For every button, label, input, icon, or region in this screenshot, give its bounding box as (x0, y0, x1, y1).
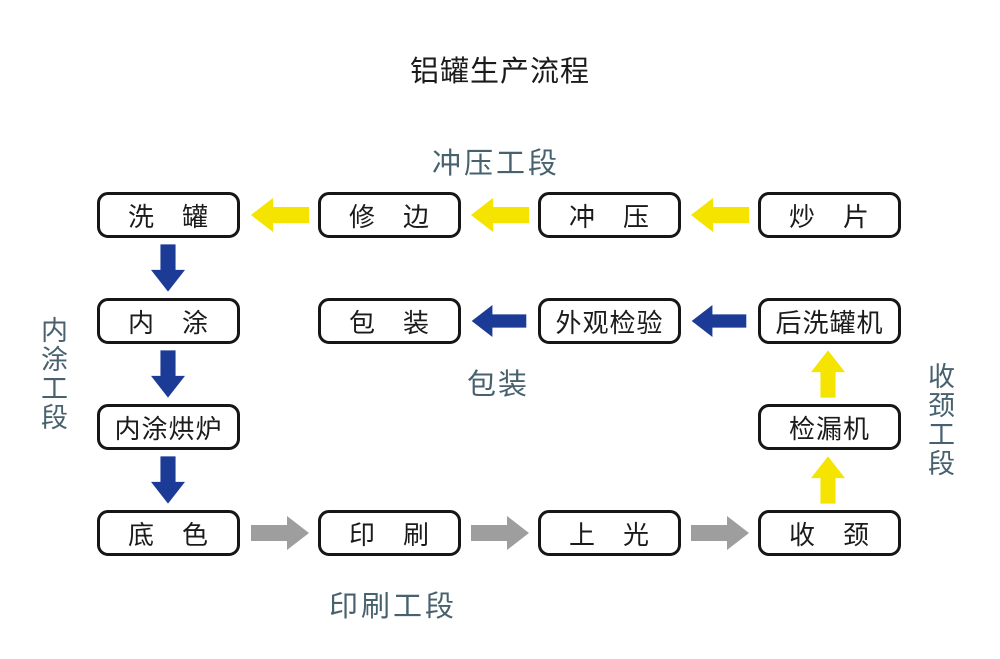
process-box-inner-coat-oven: 内涂烘炉 (97, 404, 240, 450)
section-label-packing: 包装 (467, 369, 530, 401)
section-label-stamping: 冲压工段 (432, 148, 561, 180)
arrow-down-blue-oven-to-base (151, 456, 185, 504)
process-box-stamp: 冲 压 (538, 192, 681, 238)
process-box-base-color: 底 色 (97, 510, 240, 556)
process-box-visual-inspect: 外观检验 (538, 298, 681, 344)
process-box-leak-tester: 检漏机 (758, 404, 901, 450)
arrow-up-yellow-neck-to-leak (811, 456, 845, 504)
process-box-varnish: 上 光 (538, 510, 681, 556)
process-box-print: 印 刷 (318, 510, 461, 556)
arrow-up-yellow-leak-to-washer (811, 350, 845, 398)
page-title: 铝罐生产流程 (409, 56, 590, 88)
arrow-left-yellow-trim-to-wash (251, 198, 309, 232)
arrow-right-gray-varnish-to-neck (691, 516, 749, 550)
process-box-neck: 收 颈 (758, 510, 901, 556)
arrow-down-blue-wash-to-coat (151, 244, 185, 292)
process-box-trim: 修 边 (318, 192, 461, 238)
process-box-post-washer: 后洗罐机 (758, 298, 901, 344)
section-label-inner-coating: 内涂工段 (37, 316, 67, 432)
arrow-right-gray-print-to-varnish (471, 516, 529, 550)
arrow-right-gray-base-to-print (251, 516, 309, 550)
section-label-necking: 收颈工段 (924, 362, 954, 478)
arrow-down-blue-coat-to-oven (151, 350, 185, 398)
process-box-pack: 包 装 (318, 298, 461, 344)
process-box-wash-can: 洗 罐 (97, 192, 240, 238)
section-label-printing: 印刷工段 (329, 591, 458, 623)
arrow-left-yellow-fry-to-stamp (691, 198, 749, 232)
process-box-inner-coat: 内 涂 (97, 298, 240, 344)
arrow-left-yellow-stamp-to-trim (471, 198, 529, 232)
arrow-left-blue-washer-to-inspect (691, 305, 747, 337)
arrow-left-blue-inspect-to-pack (471, 305, 527, 337)
process-box-fry-sheet: 炒 片 (758, 192, 901, 238)
